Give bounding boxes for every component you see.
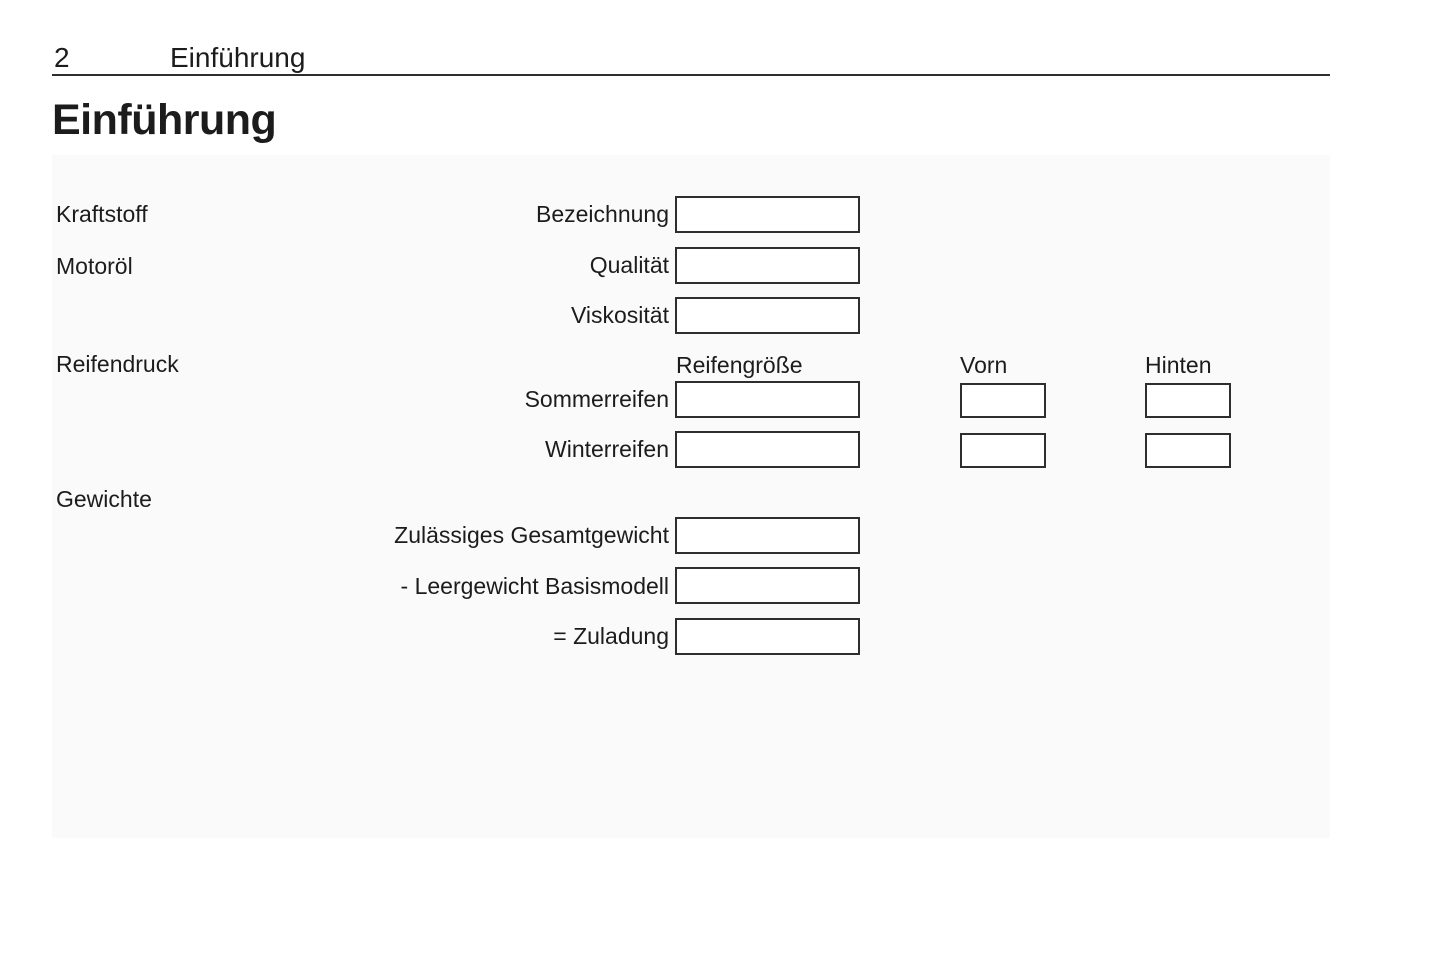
field-label-bezeichnung: Bezeichnung <box>536 201 669 227</box>
winter-tire-rear-pressure-input[interactable] <box>1145 433 1231 468</box>
field-label-zuladung: = Zuladung <box>553 623 669 649</box>
curb-weight-input[interactable] <box>675 567 860 604</box>
page-title: Einführung <box>52 96 277 144</box>
column-header-vorn: Vorn <box>960 352 1008 378</box>
field-label-sommerreifen: Sommerreifen <box>524 386 669 412</box>
column-header-hinten: Hinten <box>1145 352 1212 378</box>
summer-tire-size-input[interactable] <box>675 381 860 418</box>
header-rule <box>52 74 1330 76</box>
section-label-reifendruck: Reifendruck <box>56 351 179 377</box>
field-label-viskositaet: Viskosität <box>570 302 669 328</box>
winter-tire-size-input[interactable] <box>675 431 860 468</box>
section-label-kraftstoff: Kraftstoff <box>56 201 148 227</box>
field-label-winterreifen: Winterreifen <box>545 436 669 462</box>
column-header-reifengroesse: Reifengröße <box>676 352 803 378</box>
winter-tire-front-pressure-input[interactable] <box>960 433 1046 468</box>
payload-input[interactable] <box>675 618 860 655</box>
gross-weight-input[interactable] <box>675 517 860 554</box>
field-label-qualitaet: Qualität <box>589 252 669 278</box>
vehicle-data-form-panel: Kraftstoff Motoröl Reifendruck Gewichte … <box>52 155 1330 838</box>
summer-tire-front-pressure-input[interactable] <box>960 383 1046 418</box>
field-label-leergewicht: - Leergewicht Basismodell <box>400 573 669 599</box>
section-label-gewichte: Gewichte <box>56 486 152 512</box>
fuel-designation-input[interactable] <box>675 196 860 233</box>
section-label-motoroel: Motoröl <box>56 253 133 279</box>
running-header-title: Einführung <box>170 42 306 73</box>
oil-quality-input[interactable] <box>675 247 860 284</box>
summer-tire-rear-pressure-input[interactable] <box>1145 383 1231 418</box>
field-label-gesamtgewicht: Zulässiges Gesamtgewicht <box>394 522 669 548</box>
oil-viscosity-input[interactable] <box>675 297 860 334</box>
page-number: 2 <box>54 42 70 73</box>
